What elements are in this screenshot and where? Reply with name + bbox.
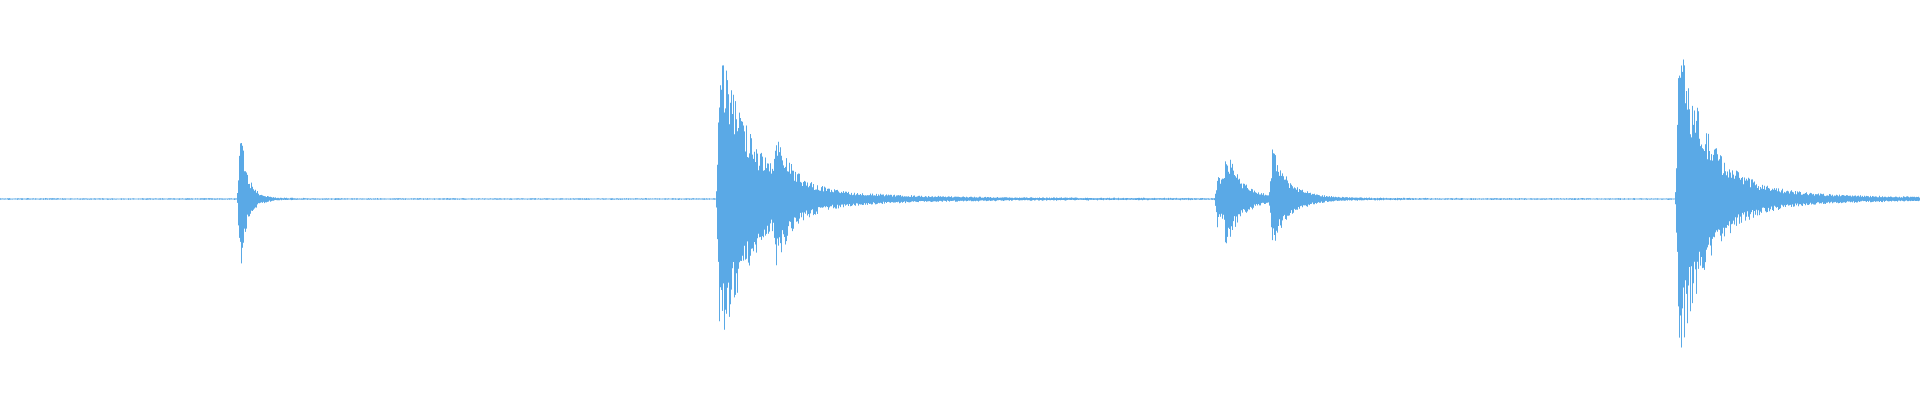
waveform-path — [0, 59, 1920, 348]
